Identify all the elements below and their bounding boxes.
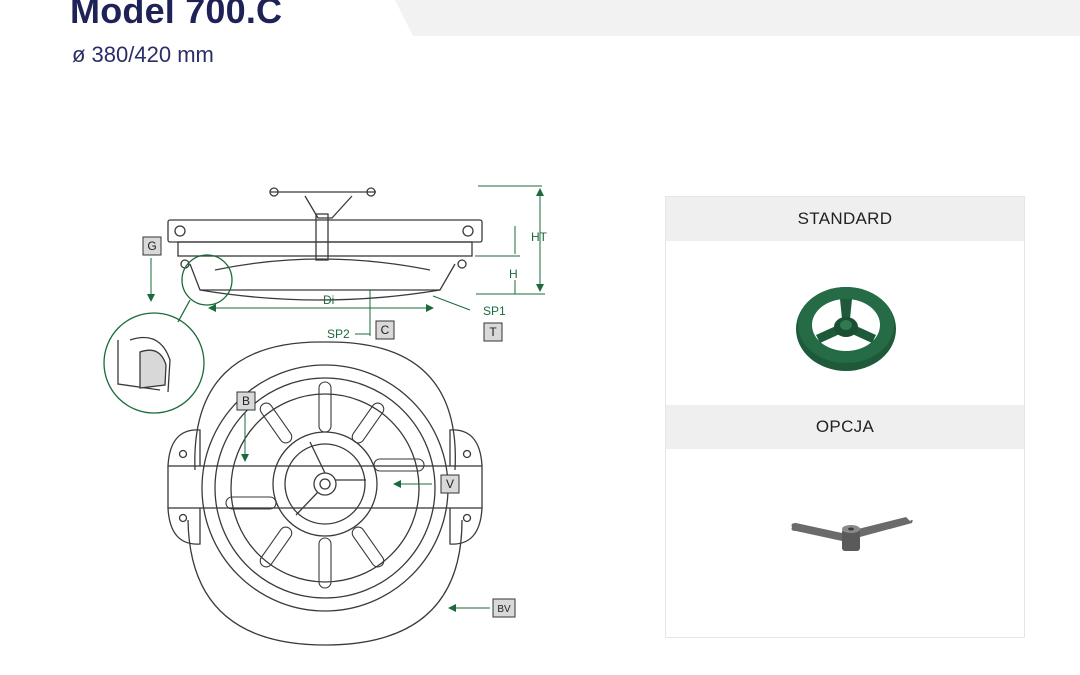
label-t: T (489, 325, 497, 339)
tommy-bar-icon (791, 517, 913, 551)
label-box-b (236, 391, 256, 411)
handwheel-icon (796, 287, 896, 371)
dim-di: Di (323, 293, 334, 307)
label-box-c (375, 320, 395, 340)
label-b: B (242, 394, 250, 408)
label-box-v (440, 474, 460, 494)
side-view (167, 187, 483, 301)
header-band (395, 0, 1080, 36)
label-bv: BV (497, 604, 511, 615)
label-box-t (483, 322, 503, 342)
dim-ht: HT (531, 230, 548, 244)
label-v: V (446, 477, 454, 491)
standard-header: STANDARD (666, 197, 1024, 241)
dim-sp1: SP1 (483, 304, 506, 318)
top-view (167, 341, 483, 646)
option-header: OPCJA (666, 405, 1024, 449)
page-title: Model 700.C (70, 0, 283, 31)
dim-sp2: SP2 (327, 327, 350, 341)
label-c: C (381, 323, 390, 337)
technical-drawing: G B C T V BV Di SP1 SP2 H HT (103, 185, 548, 646)
detail-bubble (103, 254, 233, 414)
label-box-bv (492, 598, 516, 618)
label-box-g (142, 236, 162, 256)
label-g: G (147, 239, 156, 253)
page-subtitle: ø 380/420 mm (72, 42, 214, 67)
options-panel: STANDARD OPCJA (665, 196, 1025, 638)
dim-h: H (509, 267, 518, 281)
